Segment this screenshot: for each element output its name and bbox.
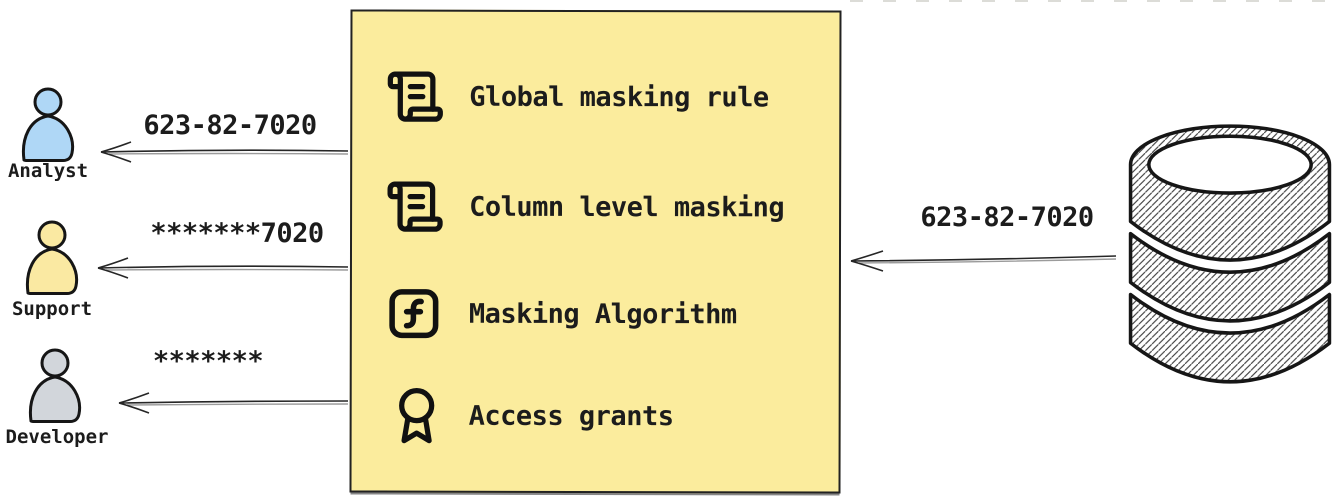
- masking-box-item-label: Column level masking: [469, 191, 785, 223]
- person-icon: [25, 220, 79, 295]
- masking-box-item-label: Masking Algorithm: [468, 298, 737, 330]
- masking-rules-box: Global masking rule Column level masking…: [349, 9, 842, 494]
- actor-label-developer: Developer: [5, 426, 109, 448]
- db-bottom-band: [1128, 292, 1332, 384]
- person-body: [21, 114, 75, 162]
- actor-label-analyst: Analyst: [7, 160, 89, 182]
- masking-box-item-label: Access grants: [468, 400, 674, 432]
- arrow-to-analyst: [100, 141, 349, 163]
- db-middle-band: [1128, 231, 1332, 323]
- person-icon: [28, 348, 82, 423]
- scroll-text-icon: [385, 175, 447, 239]
- masked-value-to-developer: *******: [152, 346, 264, 377]
- masked-value-to-analyst: 623-82-7020: [143, 110, 317, 141]
- masking-box-row: Access grants: [385, 384, 825, 449]
- database-icon: [1128, 124, 1332, 384]
- masking-box-item-label: Global masking rule: [469, 81, 769, 113]
- masked-value-to-support: *******7020: [150, 218, 324, 249]
- person-head: [33, 87, 63, 117]
- award-icon: [385, 384, 447, 448]
- db-top-opening: [1147, 134, 1313, 195]
- person-icon: [21, 87, 75, 162]
- scroll-text-icon: [385, 65, 447, 129]
- actor-label-support: Support: [11, 298, 93, 320]
- person-body: [25, 247, 79, 295]
- masking-box-row: Column level masking: [385, 175, 825, 240]
- function-square-icon: [385, 282, 447, 346]
- person-head: [40, 348, 70, 378]
- clipped-dashed-line: [850, 0, 1340, 2]
- masking-box-row: Global masking rule: [385, 65, 825, 130]
- masking-box-row: Masking Algorithm: [385, 282, 825, 347]
- person-head: [37, 220, 67, 250]
- arrow-to-developer: [118, 392, 349, 414]
- arrow-to-support: [97, 257, 349, 279]
- arrow-database-to-box: [850, 250, 1117, 272]
- person-body: [28, 375, 82, 423]
- original-value-from-database: 623-82-7020: [920, 202, 1094, 233]
